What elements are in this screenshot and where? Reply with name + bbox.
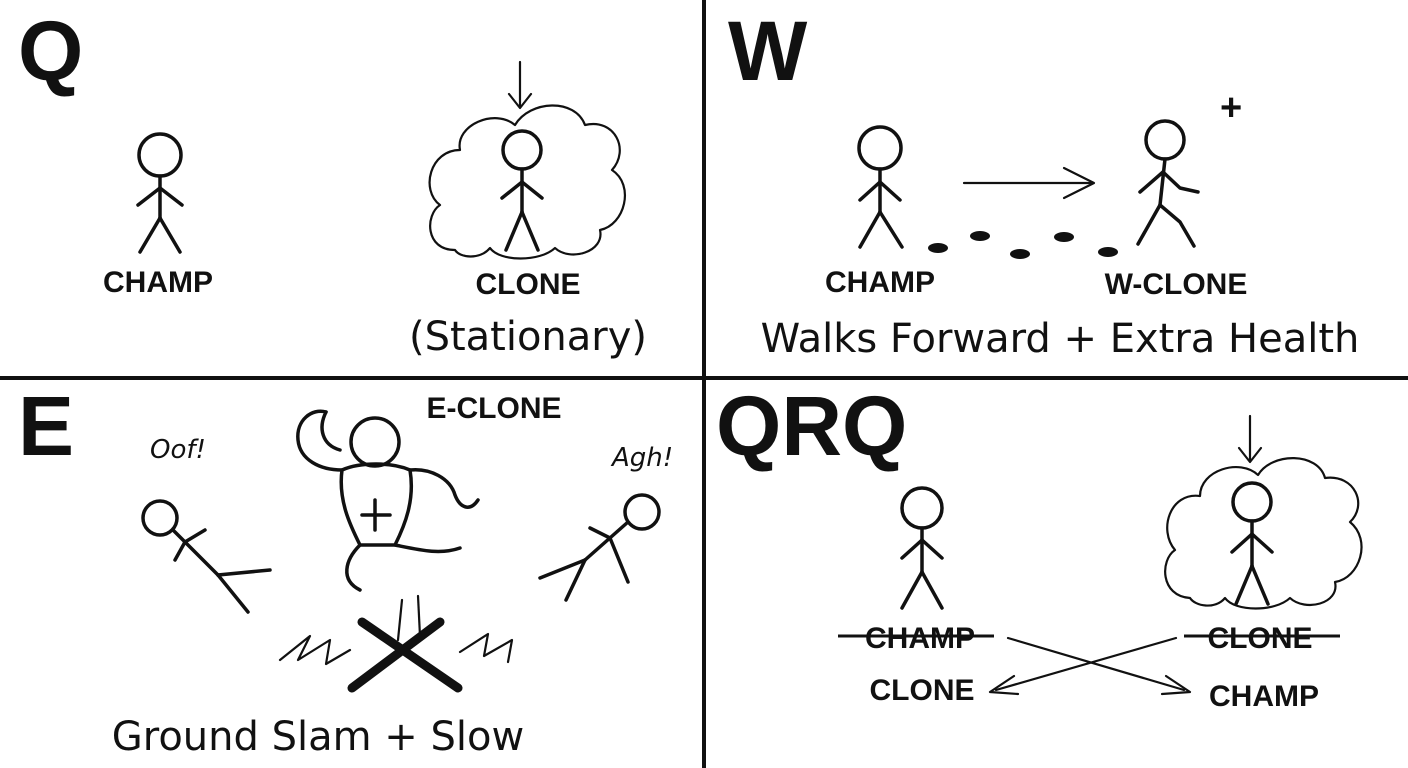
new-label-right: CHAMP xyxy=(1209,680,1319,713)
champ-figure xyxy=(857,125,904,249)
q-caption: (Stationary) xyxy=(409,314,647,360)
smoke-cloud xyxy=(428,104,627,260)
champ-figure xyxy=(136,132,184,254)
new-label-left: CLONE xyxy=(870,674,975,707)
panel-key-q: Q xyxy=(18,4,83,98)
clone-label: CLONE xyxy=(476,268,581,301)
panel-key-e: E xyxy=(18,379,74,473)
shout-agh: Agh! xyxy=(610,443,673,473)
down-arrow-icon xyxy=(507,60,533,110)
w-clone-figure xyxy=(1136,119,1200,248)
right-figure xyxy=(1230,481,1274,606)
old-label-right: CLONE xyxy=(1208,622,1313,655)
champ-label: CHAMP xyxy=(825,266,935,299)
impact-mark xyxy=(278,594,514,693)
e-clone-figure xyxy=(296,409,480,592)
swap-arrows-icon xyxy=(988,636,1192,696)
champ-label: CHAMP xyxy=(103,266,213,299)
knocked-figure-left xyxy=(141,499,272,614)
panel-w: W CHAMP xyxy=(728,4,1359,362)
w-clone-label: W-CLONE xyxy=(1105,268,1248,301)
plus-icon: + xyxy=(1220,87,1242,129)
panel-qrq: QRQ CHAMP CLONE xyxy=(716,379,1363,713)
smoke-cloud xyxy=(1164,457,1363,610)
panel-e: E E-CLONE xyxy=(18,379,673,760)
panel-key-w: W xyxy=(728,4,808,98)
footprints-icon xyxy=(928,231,1118,259)
clone-figure xyxy=(500,129,544,252)
shout-oof: Oof! xyxy=(150,435,206,465)
forward-arrow-icon xyxy=(962,166,1096,200)
e-clone-label: E-CLONE xyxy=(427,392,562,425)
panel-key-qrq: QRQ xyxy=(716,379,907,473)
w-caption: Walks Forward + Extra Health xyxy=(761,316,1360,362)
e-caption: Ground Slam + Slow xyxy=(112,714,524,760)
old-label-left: CHAMP xyxy=(865,622,975,655)
down-arrow-icon xyxy=(1237,414,1263,464)
left-figure xyxy=(900,486,944,610)
knocked-figure-right xyxy=(538,493,661,602)
panel-q: Q CHAMP CLONE (Stationary) xyxy=(18,4,647,360)
